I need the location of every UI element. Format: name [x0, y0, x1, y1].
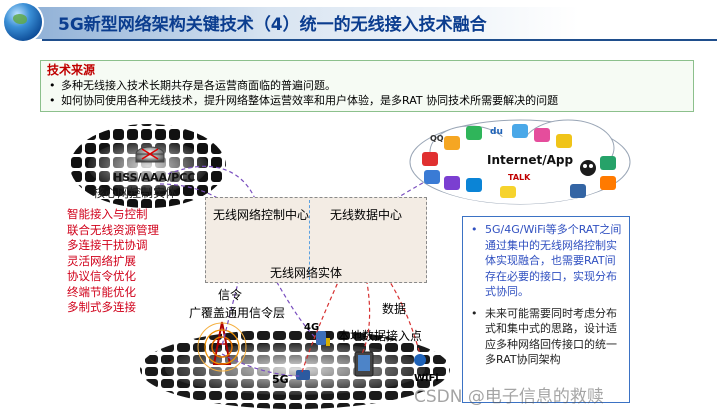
app-badge-talk: TALK — [508, 173, 531, 182]
title-bar: 5G新型网络架构关键技术（4）统一的无线接入技术融合 — [0, 0, 717, 44]
tech-source-bullet: 如何协同使用各种无线技术，提升网络整体运营效率和用户体验，是多RAT 协同技术所… — [47, 93, 687, 108]
feature-item: 联合无线资源管理 — [67, 222, 159, 237]
tag-5g: 5G — [272, 373, 289, 386]
tech-source-box: 技术来源 多种无线接入技术长期共存是各运营商面临的普遍问题。 如何协同使用各种无… — [40, 60, 694, 112]
tag-wifi: WiFi — [414, 373, 439, 384]
local-access-label: 本地数据接入点 — [338, 329, 423, 343]
globe-icon — [4, 3, 42, 41]
title-underline — [42, 39, 717, 41]
feature-list: 智能接入与控制 联合无线资源管理 多连接干扰协调 灵活网络扩展 协议信令优化 终… — [67, 207, 159, 316]
access-points — [296, 331, 426, 380]
multi-rat-panel: 5G/4G/WiFi等多个RAT之间通过集中的无线网络控制实体实现融合，也需要R… — [462, 216, 630, 403]
core-node-label: HSS/AAA/PCC — [113, 171, 196, 184]
data-label: 数据 — [382, 302, 407, 316]
coverage-layer-label: 广覆盖通用信令层 — [189, 306, 286, 320]
core-network-cloud — [70, 124, 226, 208]
tech-source-heading: 技术来源 — [47, 63, 96, 77]
radio-control-label: 无线网络控制中心 — [213, 208, 310, 222]
signaling-label: 信令 — [218, 288, 243, 302]
internet-app-cloud — [409, 119, 631, 205]
architecture-diagram: HSS/AAA/PCC 核心网控制实体 无线网络控制中心 无线数据中心 无线网络… — [0, 114, 717, 417]
page-title: 5G新型网络架构关键技术（4）统一的无线接入技术融合 — [58, 15, 487, 35]
signaling-tower — [197, 321, 247, 372]
panel-item-2: 未来可能需要同时考虑分布式和集中式的思路，设计适应多种网络回传接口的统一多RAT… — [469, 306, 625, 368]
feature-item: 多制式多连接 — [67, 300, 136, 314]
radio-data-label: 无线数据中心 — [330, 208, 403, 222]
radio-network-entity-box — [205, 197, 427, 283]
title-band — [28, 7, 717, 39]
panel-item-1: 5G/4G/WiFi等多个RAT之间通过集中的无线网络控制实体实现融合，也需要R… — [469, 222, 625, 300]
entity-divider — [309, 200, 310, 280]
feature-item: 协议信令优化 — [67, 269, 136, 283]
watermark: CSDN @电子信息的救赎 — [414, 387, 604, 407]
feature-item: 多连接干扰协调 — [67, 238, 148, 252]
core-control-caption: 核心网控制实体 — [93, 186, 178, 200]
feature-item: 灵活网络扩展 — [67, 253, 136, 268]
feature-item: 终端节能优化 — [67, 284, 136, 299]
tag-4g: 4G — [304, 322, 320, 333]
app-badge-du: du — [490, 127, 503, 137]
radio-entity-label: 无线网络实体 — [270, 266, 343, 280]
feature-item: 智能接入与控制 — [67, 207, 148, 221]
internet-app-label: Internet/App — [487, 153, 574, 167]
app-badge-qq: QQ — [430, 134, 444, 143]
tech-source-bullet: 多种无线接入技术长期共存是各运营商面临的普遍问题。 — [47, 78, 687, 93]
